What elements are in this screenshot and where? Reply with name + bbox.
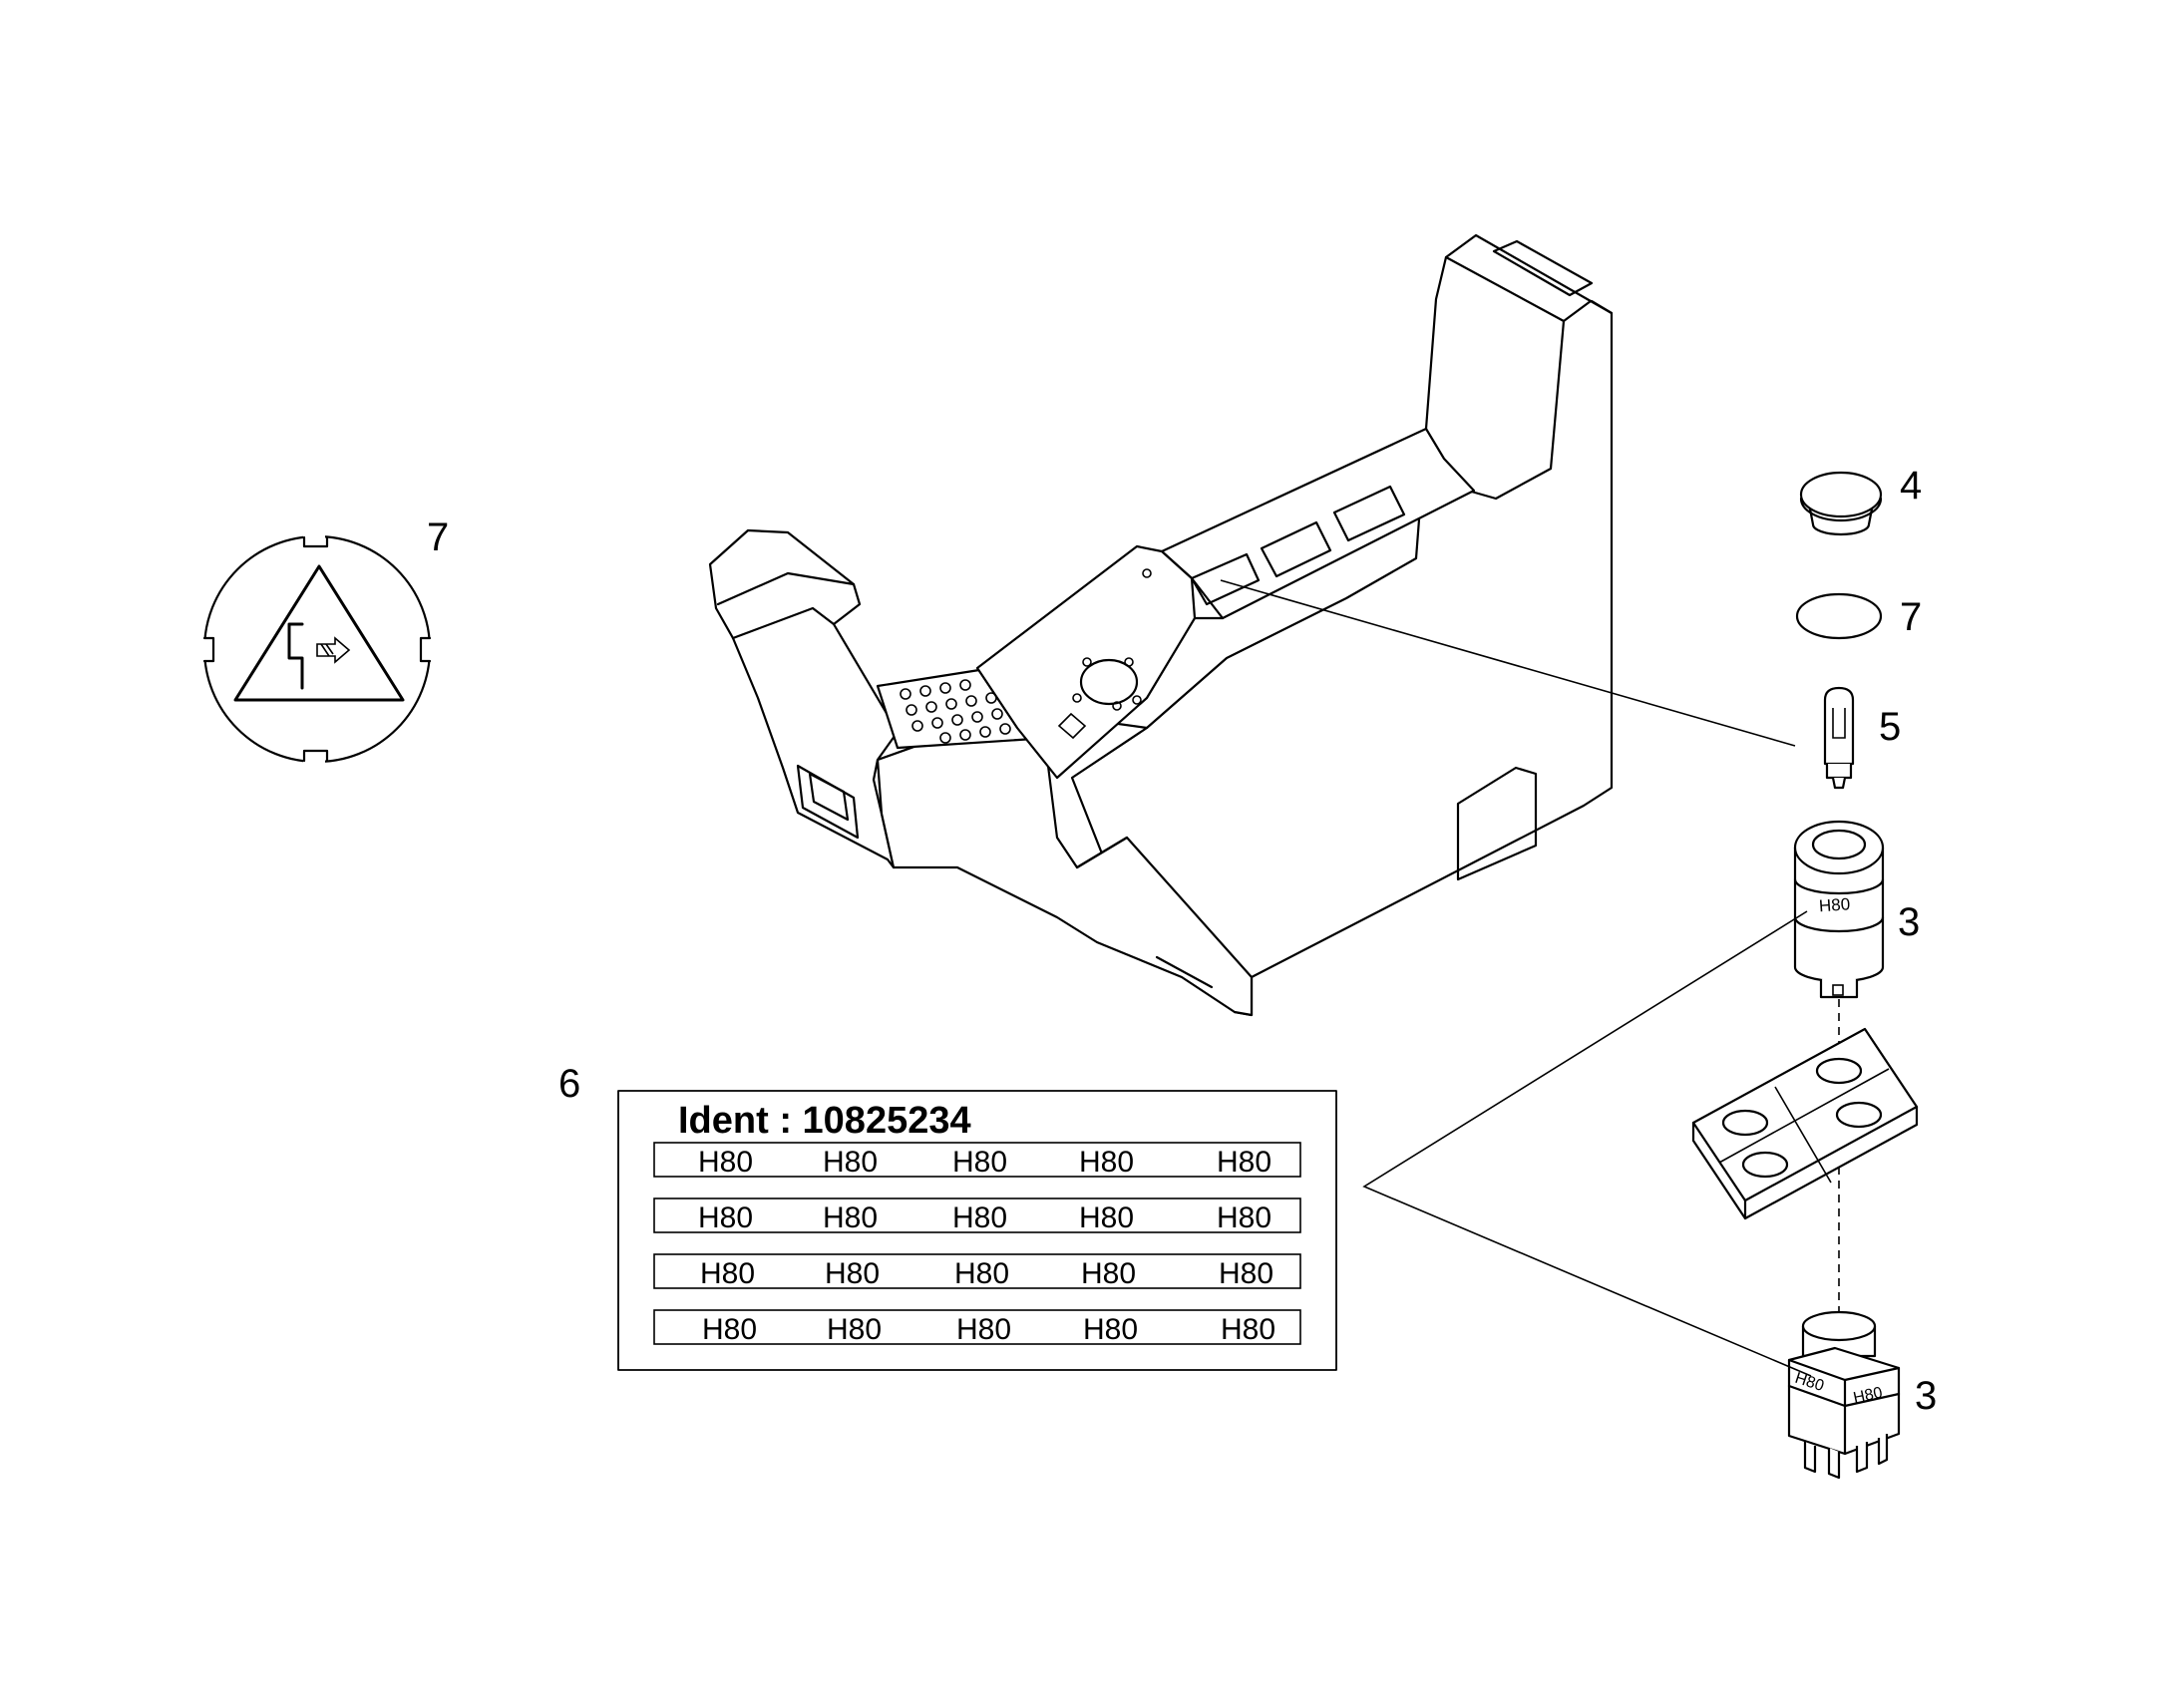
label-cell: H80 [956, 1313, 1011, 1346]
switch-cap-label: H80 [1818, 894, 1850, 915]
label-cell: H80 [1079, 1146, 1134, 1179]
label-cell: H80 [700, 1257, 755, 1290]
mounting-plate [1691, 1027, 1919, 1220]
cap-part [1799, 471, 1883, 536]
switch-body-label-right: H80 [1852, 1384, 1884, 1407]
warning-symbol-decal [197, 533, 437, 765]
console-housing [708, 233, 1614, 1017]
callout-3-upper: 3 [1898, 900, 1920, 944]
label-cell: H80 [825, 1257, 880, 1290]
leader-line-bulb [1220, 579, 1796, 747]
callout-7-decal: 7 [427, 515, 449, 559]
callout-3-lower: 3 [1915, 1374, 1937, 1418]
label-cell: H80 [823, 1201, 878, 1234]
label-sheet-title: Ident : 10825234 [678, 1100, 971, 1142]
o-ring-part [1795, 592, 1883, 640]
label-cell: H80 [952, 1146, 1007, 1179]
callout-5: 5 [1879, 705, 1901, 749]
bulb-part [1823, 686, 1855, 790]
callout-7-ring: 7 [1900, 595, 1922, 639]
label-cell: H80 [952, 1201, 1007, 1234]
switch-button-upper: H80 [1793, 820, 1885, 999]
label-cell: H80 [823, 1146, 878, 1179]
label-cell: H80 [827, 1313, 882, 1346]
callout-6: 6 [558, 1062, 580, 1106]
label-sheet: Ident : 10825234 H80 H80 H80 H80 H80 H80… [617, 1090, 1337, 1371]
switch-body-lower: H80 H80 [1787, 1310, 1901, 1480]
label-cell: H80 [702, 1313, 757, 1346]
leader-line-switches [1362, 910, 1812, 1377]
label-cell: H80 [1079, 1201, 1134, 1234]
label-cell: H80 [1083, 1313, 1138, 1346]
label-cell: H80 [698, 1146, 753, 1179]
label-cell: H80 [1217, 1146, 1272, 1179]
label-cell: H80 [954, 1257, 1009, 1290]
label-cell: H80 [1217, 1201, 1272, 1234]
callout-4: 4 [1900, 464, 1922, 508]
label-cell: H80 [1221, 1313, 1275, 1346]
label-cell: H80 [1219, 1257, 1273, 1290]
label-cell: H80 [698, 1201, 753, 1234]
label-cell: H80 [1081, 1257, 1136, 1290]
